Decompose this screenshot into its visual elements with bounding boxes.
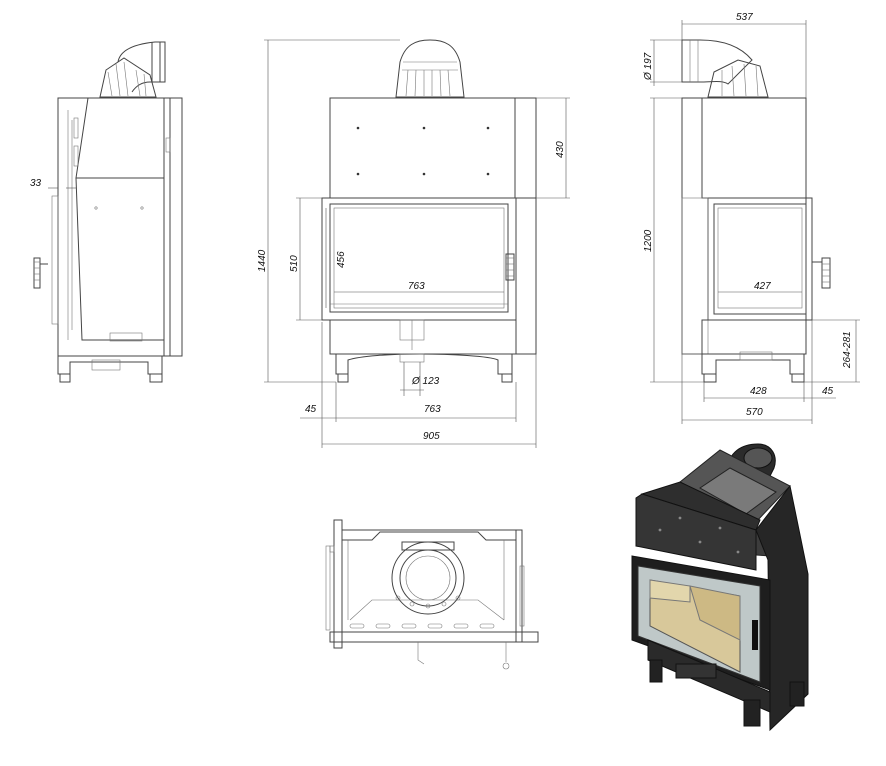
dim-front-510: 510 [289,255,300,272]
dim-right-428: 428 [750,386,767,397]
dim-front-456: 456 [336,251,347,268]
dim-front-1440: 1440 [257,249,268,272]
dim-right-537: 537 [736,12,753,23]
dim-front-905: 905 [423,431,440,442]
dim-front-763-legs: 763 [424,404,441,415]
front-view: 1440 430 510 456 763 Ø 123 45 763 905 [257,39,570,448]
dim-right-570: 570 [746,407,763,418]
dim-right-264-281: 264-281 [842,331,853,369]
top-view [325,519,539,670]
dim-right-427: 427 [754,281,771,292]
dim-left-33: 33 [30,178,42,189]
right-side-view: 537 Ø 197 1200 427 264-281 428 45 570 [643,12,860,424]
fireplace-3d-render [631,443,809,732]
left-side-view: 33 [30,41,183,383]
dim-right-45: 45 [822,386,834,397]
dim-right-diameter-197: Ø 197 [643,52,654,81]
dim-front-763-glass: 763 [408,281,425,292]
dim-front-45: 45 [305,404,317,415]
dim-right-1200: 1200 [643,229,654,252]
dim-front-430: 430 [555,141,566,158]
dim-front-diameter-123: Ø 123 [411,376,440,387]
panel-rivets [356,126,490,176]
air-slots [349,623,495,629]
